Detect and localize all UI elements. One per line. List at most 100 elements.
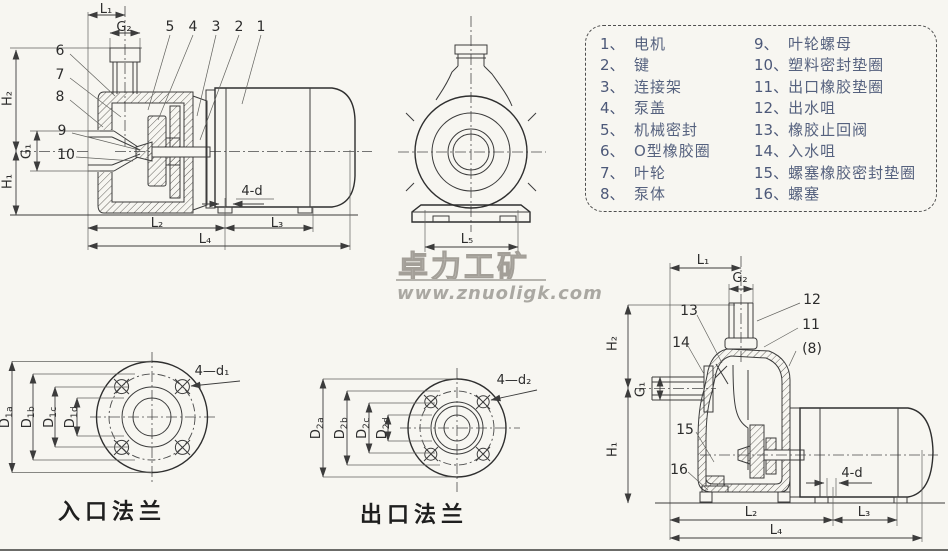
dim-label-l2: L₂ — [150, 216, 164, 231]
legend-item-number: 8、 — [600, 184, 625, 203]
dim-label-d2c: D2c — [355, 412, 372, 444]
side-view-drawing — [10, 6, 372, 250]
dim-subscript: 2b — [340, 416, 350, 430]
dim-label-d2a: D2a — [309, 412, 326, 444]
dim-subscript: 1c — [49, 406, 59, 418]
dim-label-l4: L₄ — [198, 232, 212, 247]
dim-label-4d-priming: 4-d — [841, 466, 863, 481]
callout-8: 8 — [55, 89, 65, 105]
dim-label-d1a: D1a — [0, 401, 15, 433]
callout-16: 16 — [670, 462, 688, 478]
dim-label-h2: H₂ — [0, 91, 16, 106]
outlet-flange-drawing — [319, 368, 538, 492]
legend-item-number: 15、 — [754, 163, 789, 182]
legend-item-label: 连接架 — [634, 77, 683, 96]
dim-label-l1: L₁ — [99, 2, 113, 17]
watermark-url: www.znuoligk.com — [397, 283, 603, 304]
dim-base: D — [309, 429, 324, 440]
legend-item-number: 10、 — [754, 56, 789, 75]
callout-10: 10 — [57, 147, 75, 163]
dim-base: D — [63, 418, 78, 429]
legend-item: 7、叶轮 — [600, 162, 711, 183]
callout-8-ref: (8) — [802, 341, 822, 357]
scan-edge — [0, 549, 948, 551]
callout-1: 1 — [256, 19, 266, 35]
legend-item-number: 3、 — [600, 77, 625, 96]
dim-label-g1-priming: G₁ — [633, 381, 649, 398]
callout-12: 12 — [803, 292, 821, 308]
dim-label-h1-priming: H₁ — [605, 442, 621, 457]
callout-3: 3 — [211, 19, 221, 35]
legend-item-label: 塑料密封垫圈 — [788, 56, 885, 75]
legend-item-label: 电机 — [634, 35, 667, 53]
legend-item: 5、机械密封 — [600, 119, 711, 140]
dim-base: D — [355, 428, 370, 439]
legend-item: 10、塑料密封垫圈 — [754, 54, 916, 75]
legend-item: 14、入水咀 — [754, 140, 916, 161]
legend-item-label: 橡胶止回阀 — [788, 120, 869, 139]
dim-label-d2d: D2d — [375, 412, 392, 444]
watermark-underline — [396, 279, 546, 281]
dim-label-l1-priming: L₁ — [696, 253, 710, 268]
callout-7: 7 — [55, 67, 65, 83]
legend-item-number: 4、 — [600, 99, 625, 118]
dim-base: D — [0, 418, 13, 428]
dim-label-d1d: D1d — [63, 401, 80, 433]
legend-item: 15、螺塞橡胶密封垫圈 — [754, 162, 916, 183]
dim-label-d2b: D2b — [333, 412, 350, 444]
dim-subscript: 1d — [70, 405, 80, 419]
callout-6: 6 — [55, 43, 65, 59]
dim-label-l3-priming: L₃ — [857, 505, 871, 520]
legend-item: 6、 O型橡胶圈 — [600, 140, 711, 161]
callout-13: 13 — [680, 303, 698, 319]
legend-item-number: 16、 — [754, 184, 789, 203]
legend-item-label: 出水咀 — [788, 99, 837, 118]
legend-item-label: 入水咀 — [788, 142, 837, 161]
legend-item: 12、出水咀 — [754, 97, 916, 118]
legend-item: 1、电机 — [600, 33, 711, 54]
dim-label-4d1: 4—d₁ — [194, 364, 230, 379]
legend-item: 11、出口橡胶垫圈 — [754, 76, 916, 97]
legend-item-number: 11、 — [754, 77, 789, 96]
legend-item-number: 6、 — [600, 142, 625, 161]
legend-item: 3、连接架 — [600, 76, 711, 97]
legend-item-number: 12、 — [754, 99, 789, 118]
legend-item-label: O型橡胶圈 — [634, 142, 711, 161]
legend-item-number: 1、 — [600, 35, 625, 53]
inlet-flange-caption: 入口法兰 — [58, 499, 167, 525]
legend-column-1: 1、电机 2、键 3、连接架 4、泵盖 5、机械密封 6、O型橡胶圈 7、叶轮 … — [600, 33, 711, 204]
callout-9: 9 — [57, 123, 67, 139]
legend-item: 13、橡胶止回阀 — [754, 119, 916, 140]
dim-base: D — [375, 429, 390, 440]
dim-base: D — [20, 418, 35, 429]
legend-item-number: 13、 — [754, 120, 789, 139]
legend-item-label: 键 — [634, 56, 651, 75]
outlet-flange-caption: 出口法兰 — [360, 502, 469, 528]
legend-item: 4、泵盖 — [600, 97, 711, 118]
dim-label-g2: G₂ — [116, 20, 132, 35]
legend-item-label: 螺塞橡胶密封垫圈 — [788, 163, 917, 182]
dim-label-l3: L₃ — [270, 216, 284, 231]
dim-subscript: 1a — [5, 405, 15, 419]
legend-item-number: 14、 — [754, 142, 789, 161]
legend-item-label: 叶轮 — [634, 163, 667, 182]
legend-item-number: 2、 — [600, 56, 625, 75]
dim-label-4d: 4-d — [241, 184, 263, 199]
dim-subscript: 2d — [382, 416, 392, 430]
legend-item: 2、键 — [600, 54, 711, 75]
legend-item-label: 螺塞 — [788, 184, 821, 203]
self-priming-view-drawing — [624, 256, 945, 542]
dim-base: D — [333, 429, 348, 440]
callout-4: 4 — [188, 19, 198, 35]
dim-label-l5: L₅ — [460, 232, 474, 247]
parts-legend-box: 1、电机 2、键 3、连接架 4、泵盖 5、机械密封 6、O型橡胶圈 7、叶轮 … — [585, 25, 937, 212]
dim-subscript: 1b — [27, 405, 37, 419]
dim-subscript: 2c — [362, 417, 372, 429]
dim-label-l2-priming: L₂ — [744, 505, 758, 520]
dim-label-h1: H₁ — [0, 174, 16, 189]
legend-item-label: 出口橡胶垫圈 — [788, 77, 885, 96]
dim-label-g1: G₁ — [19, 143, 35, 160]
dim-label-d1b: D1b — [20, 401, 37, 433]
dim-label-g2-priming: G₂ — [732, 271, 748, 286]
